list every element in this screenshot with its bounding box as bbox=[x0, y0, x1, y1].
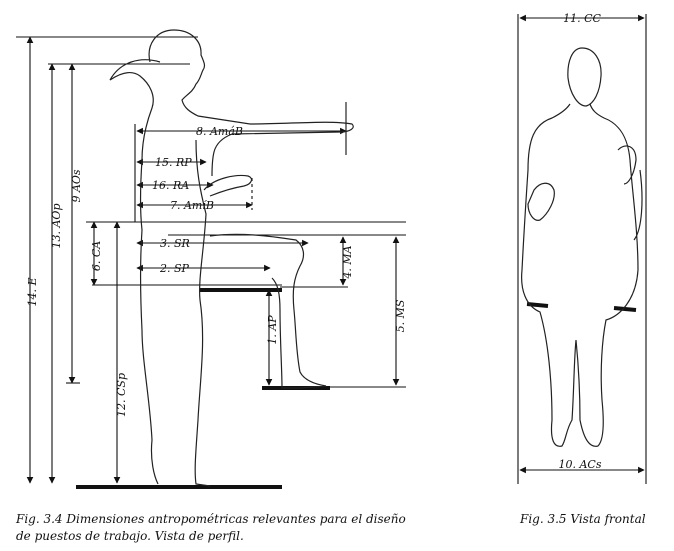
seated-frontal-figure bbox=[521, 47, 643, 447]
label-csp: 12. CSp bbox=[115, 373, 128, 417]
label-acs: 10. ACs bbox=[559, 458, 602, 471]
label-ap: 1. AP bbox=[266, 315, 279, 345]
label-ma: 4. MA bbox=[341, 245, 354, 279]
caption-fig34-line1: Fig. 3.4 Dimensiones antropométricas rel… bbox=[15, 512, 406, 526]
label-aos: 9 AOs bbox=[70, 169, 83, 202]
label-amab: 8. AmáB bbox=[196, 125, 243, 138]
frontal-view bbox=[517, 14, 647, 484]
label-amib: 7. AmíB bbox=[170, 199, 214, 212]
label-ca: 6. CA bbox=[90, 241, 103, 271]
label-e: 14. E bbox=[26, 277, 39, 306]
caption-fig35: Fig. 3.5 Vista frontal bbox=[519, 512, 646, 526]
caption-fig34-line2: de puestos de trabajo. Vista de perfil. bbox=[16, 529, 244, 543]
label-ms: 5. MS bbox=[394, 299, 407, 332]
label-rp: 15. RP bbox=[155, 156, 192, 169]
standing-figure bbox=[109, 29, 354, 487]
seated-figure-legs bbox=[209, 233, 327, 389]
label-aop: 13. AOp bbox=[50, 204, 63, 249]
frontal-seat-right bbox=[613, 306, 637, 312]
label-sp: 2. SP bbox=[159, 262, 190, 275]
label-sr: 3. SR bbox=[160, 237, 190, 250]
profile-view bbox=[16, 29, 406, 489]
label-ra: 16. RA bbox=[152, 179, 189, 192]
label-cc: 11. CC bbox=[563, 12, 601, 25]
